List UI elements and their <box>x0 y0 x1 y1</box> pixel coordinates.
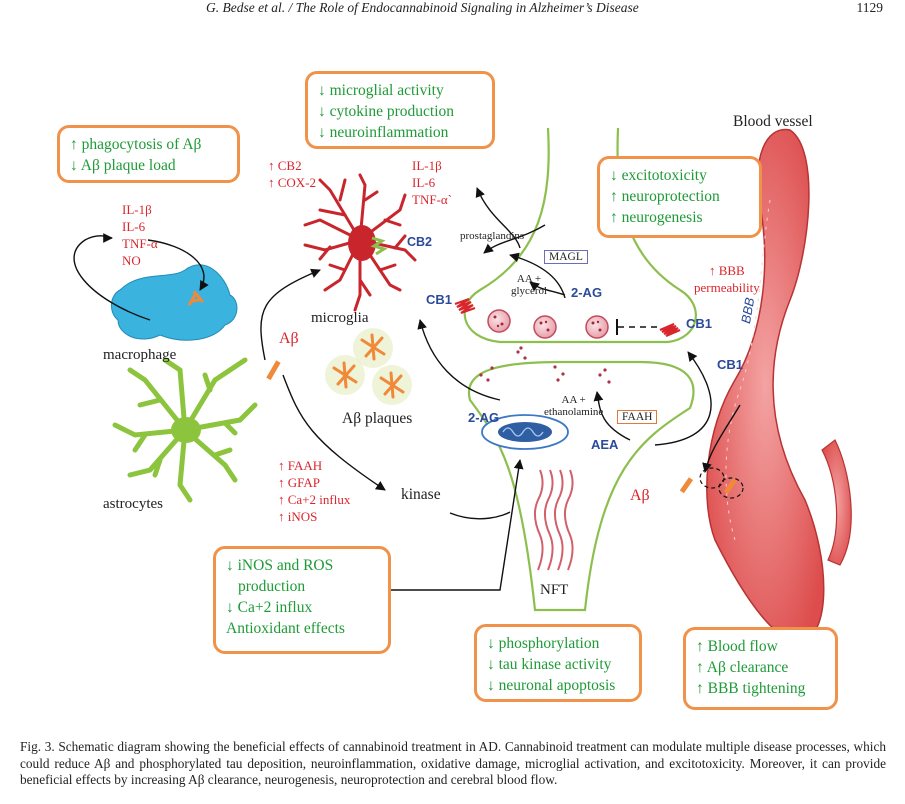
box-microglial-effects: ↓ microglial activity ↓ cytokine product… <box>305 71 495 149</box>
two-ag-postsynaptic: 2-AG <box>468 410 500 425</box>
synaptic-cleft-dots <box>479 346 611 384</box>
macrophage-markers: IL-1β IL-6 TNF-α NO <box>122 202 158 268</box>
abeta-plaques <box>325 328 412 405</box>
macrophage-abeta <box>187 290 205 307</box>
box-phagocytosis: ↑ phagocytosis of Aβ ↓ Aβ plaque load <box>57 125 240 183</box>
astrocyte-markers: ↑ FAAH ↑ GFAP ↑ Ca+2 influx ↑ iNOS <box>278 458 351 524</box>
abeta-vessel-label: Aβ <box>630 487 650 504</box>
box-bloodflow: ↑ Blood flow ↑ Aβ clearance ↑ BBB tighte… <box>683 627 838 710</box>
aa-ethanolamine-label: AA + ethanolamine <box>544 394 604 418</box>
header-title: G. Bedse et al. / The Role of Endocannab… <box>206 0 639 15</box>
blood-vessel-label: Blood vessel <box>733 113 813 130</box>
faah-label: FAAH <box>617 410 658 424</box>
microglia-cytokines: IL-1β IL-6 TNF-α` <box>412 158 453 207</box>
page-number: 1129 <box>856 0 884 15</box>
mitochondrion <box>481 414 569 450</box>
cb1-right-label: CB1 <box>686 316 713 331</box>
cb2-receptor-icon <box>370 236 388 256</box>
vessel-abeta <box>679 467 744 499</box>
abeta-fragment <box>266 360 281 381</box>
microglia-cell <box>303 173 417 312</box>
blood-vessel <box>706 128 852 643</box>
astrocyte-body <box>171 417 201 443</box>
two-ag-presynaptic: 2-AG <box>571 285 603 300</box>
running-header: G. Bedse et al. / The Role of Endocannab… <box>0 0 905 22</box>
nft-label: NFT <box>540 582 569 598</box>
prostaglandins-label: prostaglandins <box>460 230 525 242</box>
abeta-plaques-label: Aβ plaques <box>342 410 413 427</box>
box-phosphorylation: ↓ phosphorylation ↓ tau kinase activity … <box>474 624 642 702</box>
aa-glycerol-label: AA + glycerol <box>511 273 548 297</box>
macrophage-cell <box>111 264 238 341</box>
microglia-body <box>348 225 376 261</box>
figure-graphic <box>73 127 852 643</box>
abeta-label: Aβ <box>279 330 299 347</box>
kinase-label: kinase <box>401 486 441 503</box>
arrows <box>73 187 741 591</box>
cb2-label: CB2 <box>407 235 433 249</box>
bbb-permeability-label: ↑ BBB permeability <box>694 263 760 295</box>
vesicles <box>487 309 609 339</box>
magl-label: MAGL <box>544 250 588 264</box>
box-inos: ↓ iNOS and ROS production ↓ Ca+2 influx … <box>213 546 391 654</box>
figure-caption: Fig. 3. Schematic diagram showing the be… <box>20 739 886 787</box>
macrophage-label: macrophage <box>103 347 177 363</box>
microglia-label: microglia <box>311 310 369 326</box>
astrocytes-label: astrocytes <box>103 496 163 512</box>
box-excitotoxicity: ↓ excitotoxicity ↑ neuroprotection ↑ neu… <box>597 156 762 238</box>
cb1-left-label: CB1 <box>426 292 453 307</box>
astrocyte-cell <box>112 357 258 503</box>
presynaptic-terminal <box>463 127 697 344</box>
cb1-vessel-label: CB1 <box>717 357 744 372</box>
nft-tangles <box>534 469 574 571</box>
microglia-upregulated: ↑ CB2 ↑ COX-2 <box>268 158 317 190</box>
aea-label: AEA <box>591 437 619 452</box>
